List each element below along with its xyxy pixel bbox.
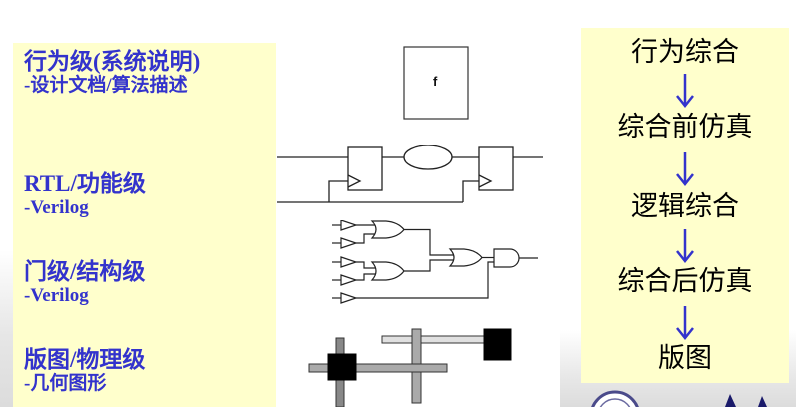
- down-arrow-icon: [676, 306, 694, 341]
- level-subtitle: -Verilog: [24, 197, 89, 218]
- rtl-register-diagram: [277, 145, 547, 207]
- flow-step-behavioral-synthesis: 行为综合: [631, 37, 739, 68]
- level-title: 版图/物理级: [24, 347, 146, 372]
- level-title: 行为级(系统说明): [24, 49, 201, 74]
- behavioral-block-diagram: f: [403, 46, 469, 120]
- down-arrow-icon: [676, 74, 694, 109]
- level-behavioral: 行为级(系统说明) -设计文档/算法描述: [24, 49, 200, 97]
- abstraction-levels-panel: 行为级(系统说明) -设计文档/算法描述 RTL/功能级 -Verilog 门级…: [13, 43, 276, 407]
- level-title: RTL/功能级: [24, 171, 146, 196]
- level-subtitle: -设计文档/算法描述: [24, 75, 188, 96]
- down-arrow-icon: [676, 229, 694, 264]
- level-gate: 门级/结构级 -Verilog: [24, 259, 145, 307]
- layout-geometry-diagram: [306, 326, 521, 407]
- flow-step-pre-synthesis-simulation: 综合前仿真: [617, 112, 753, 143]
- level-subtitle: -几何图形: [24, 373, 107, 394]
- flow-step-post-synthesis-simulation: 综合后仿真: [617, 266, 753, 297]
- level-layout: 版图/物理级 -几何图形: [24, 347, 145, 395]
- level-subtitle: -Verilog: [24, 285, 89, 306]
- university-logo: [590, 390, 790, 407]
- gate-level-diagram: [328, 220, 543, 310]
- level-title: 门级/结构级: [24, 259, 146, 284]
- level-rtl: RTL/功能级 -Verilog: [24, 171, 146, 219]
- flow-step-logic-synthesis: 逻辑综合: [631, 191, 739, 222]
- design-flow-panel: 行为综合 综合前仿真 逻辑综合 综合后仿真 版图: [581, 28, 789, 383]
- down-arrow-icon: [676, 152, 694, 187]
- block-label: f: [433, 74, 438, 89]
- flow-step-layout: 版图: [658, 343, 712, 374]
